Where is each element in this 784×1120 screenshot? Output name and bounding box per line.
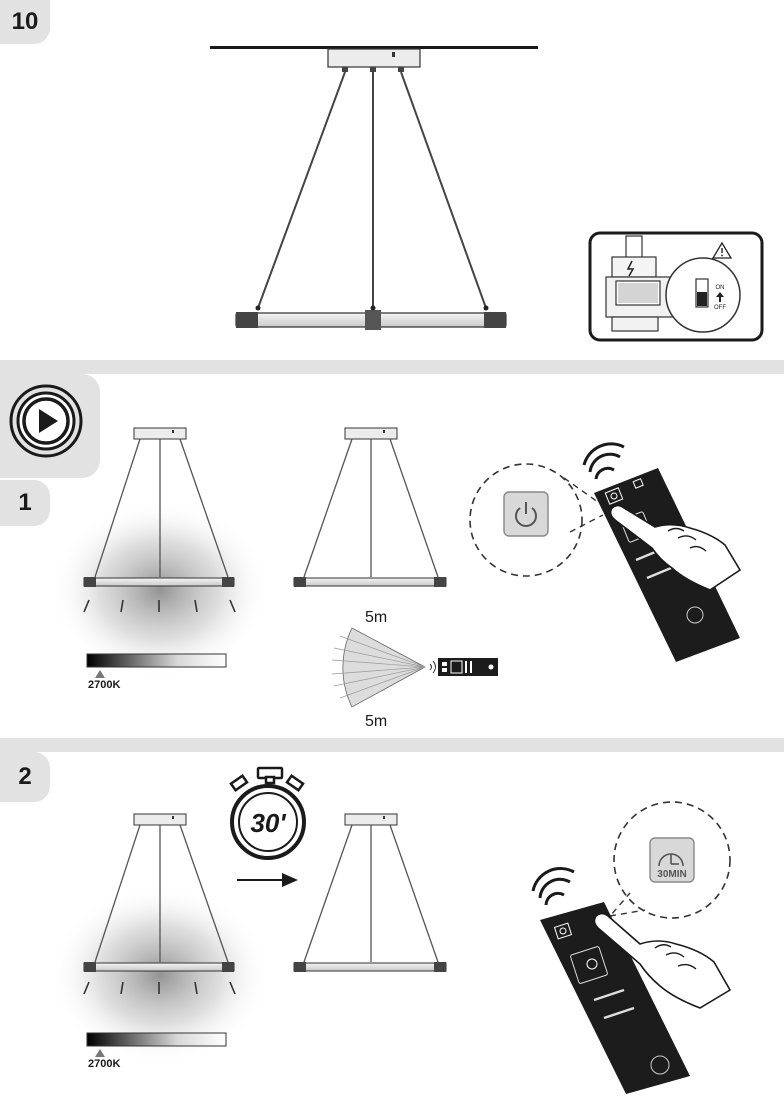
remote-control-2 (540, 902, 690, 1094)
remote-timer-press: 30MIN (531, 801, 732, 1094)
color-temp-label-2: 2700K (88, 1058, 120, 1070)
motion-sensor-range: 5m 5m (331, 609, 498, 730)
signal-waves-icon-2 (531, 867, 575, 906)
sensor-range-bottom: 5m (365, 713, 387, 730)
pendant-lamp-off-2 (293, 813, 447, 972)
pendant-lamp-lit-2 (50, 813, 270, 1065)
remote-power-press (469, 442, 742, 662)
section-divider (0, 738, 784, 752)
pendant-lamp-off (293, 427, 447, 587)
sensor-range-top: 5m (365, 609, 387, 626)
breaker-switch-inset: ON OFF (588, 231, 764, 342)
step-number-1: 1 (0, 480, 50, 526)
step-number-2: 2 (0, 752, 50, 802)
signal-waves-icon (582, 442, 625, 480)
color-temp-bar-2: 2700K (86, 1032, 227, 1070)
pendant-lamp-lit (50, 427, 270, 680)
stopwatch-icon: 30' (229, 766, 306, 860)
play-icon (9, 384, 83, 458)
arrow-right-icon (237, 873, 298, 887)
color-temp-bar-1: 2700K (86, 653, 227, 691)
timer-button-label: 30MIN (657, 869, 686, 880)
power-icon (515, 502, 537, 527)
pressing-hand-2 (593, 912, 732, 1009)
timer-duration: 30' (250, 808, 286, 838)
step-number-10: 10 (0, 0, 50, 44)
color-temp-label-1: 2700K (88, 679, 120, 691)
switch-off-label: OFF (714, 305, 726, 311)
clock-icon (658, 853, 684, 867)
ceiling-pendant-install (210, 46, 538, 330)
section-divider (0, 360, 784, 374)
switch-on-label: ON (716, 285, 725, 291)
pressing-hand (609, 504, 742, 591)
